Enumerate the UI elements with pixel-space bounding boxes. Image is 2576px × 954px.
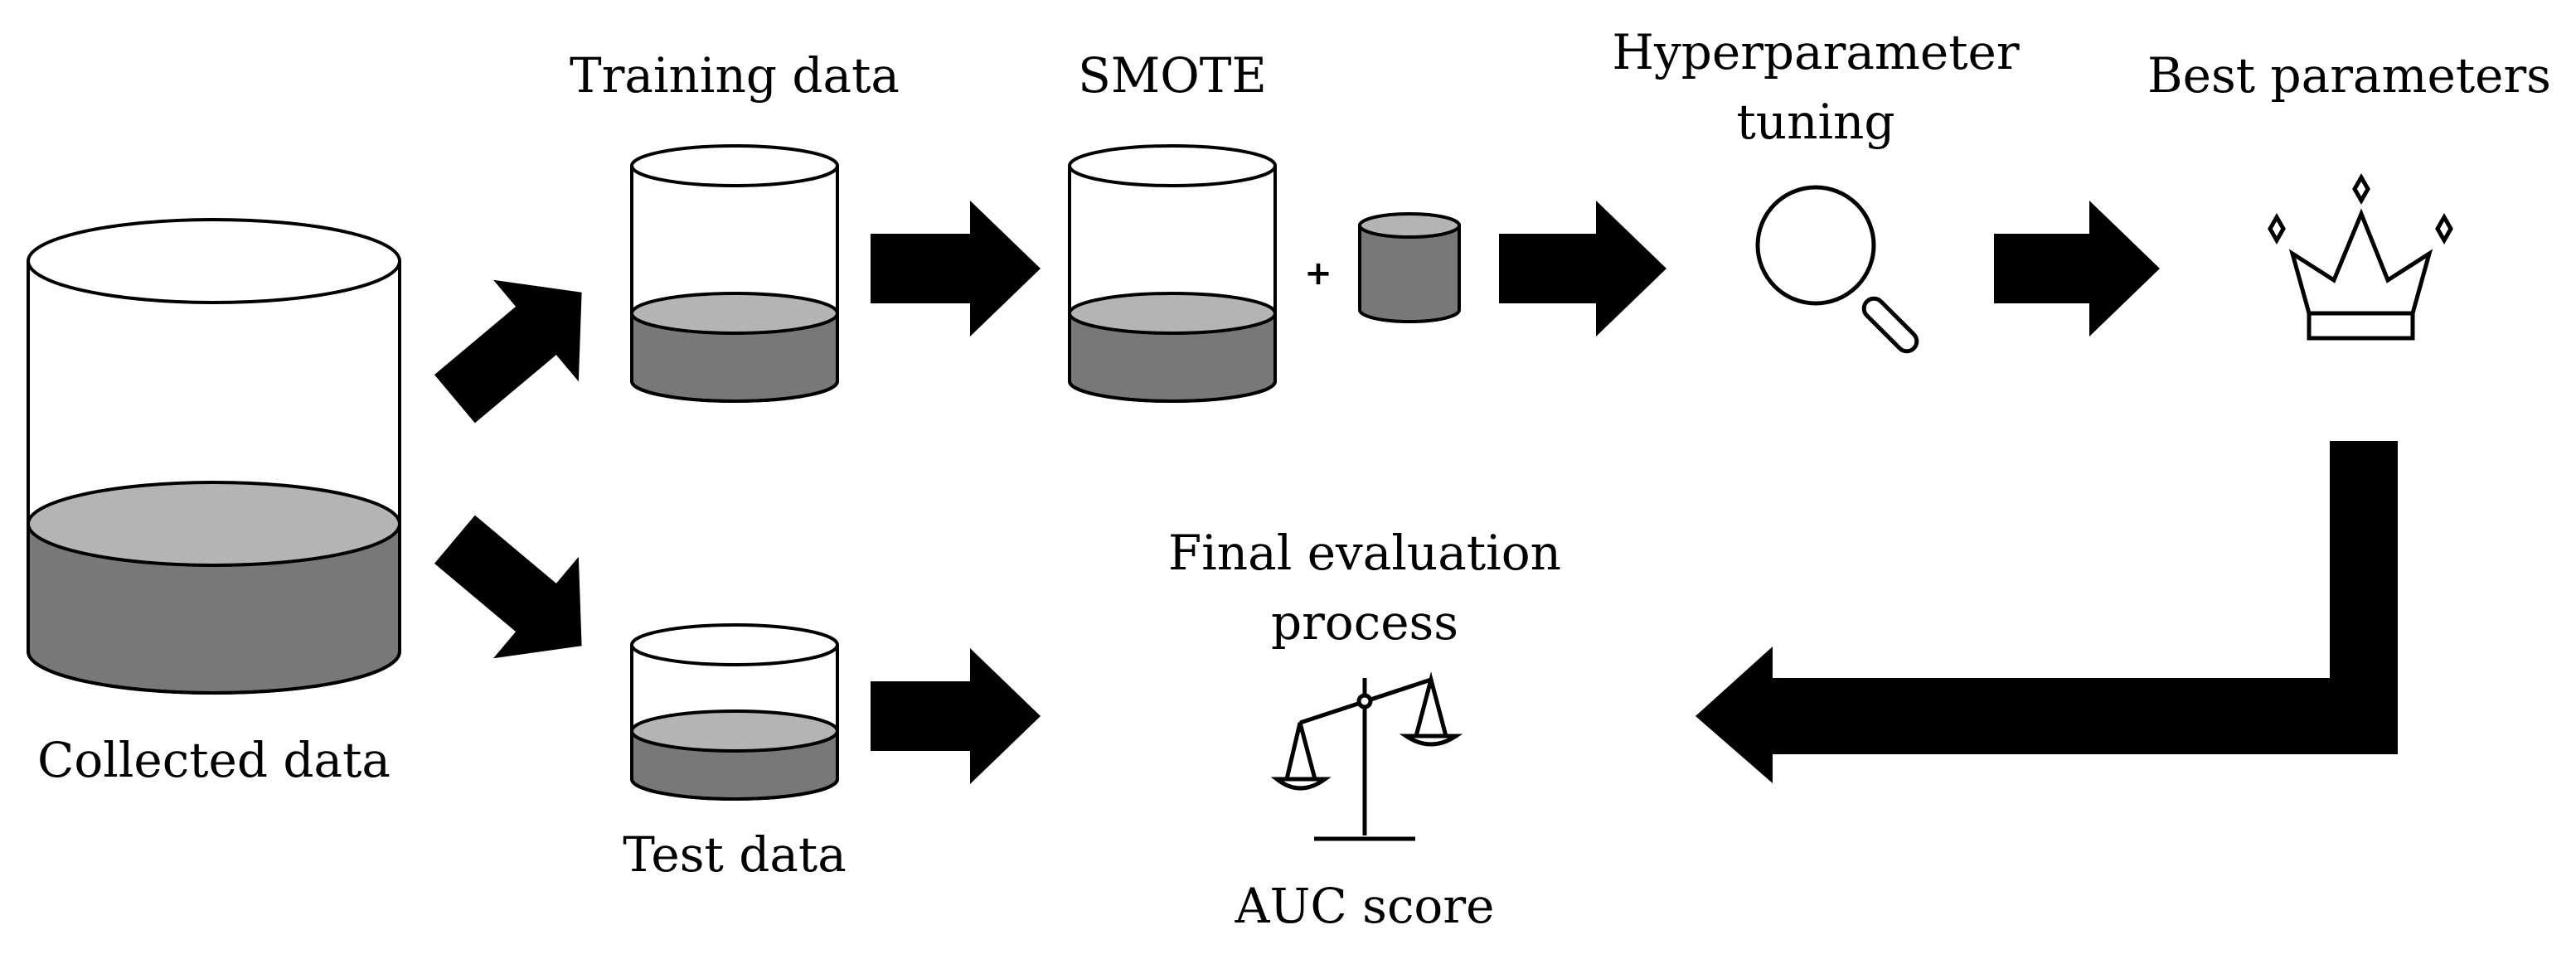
crown-jewel-left: [2268, 212, 2286, 245]
arrow-best-to-evaluation: [1696, 441, 2398, 783]
synthetic-data-cylinder: [1358, 212, 1461, 323]
arrow-to-training: [434, 279, 582, 424]
synthetic-top: [1358, 212, 1461, 239]
scale-left-strings: [1284, 722, 1317, 780]
scale-left-pan: [1270, 777, 1332, 791]
magnifier-icon: [1755, 185, 1919, 354]
label-process: process: [1270, 594, 1459, 651]
crown-body: [2288, 208, 2433, 316]
label-smote: SMOTE: [1078, 47, 1267, 104]
magnifier-handle: [1861, 296, 1919, 354]
collected-wall: [27, 261, 401, 695]
scale-right-pan: [1399, 734, 1463, 747]
label-hyperparameter: Hyperparameter: [1612, 24, 2020, 80]
smote-wall: [1068, 166, 1277, 403]
label-training-data: Training data: [570, 47, 900, 104]
smote-rim: [1068, 144, 1277, 187]
crown-band: [2307, 311, 2415, 341]
arrow-to-test: [434, 515, 582, 659]
crown-jewel-right: [2435, 212, 2453, 245]
training-wall: [630, 166, 839, 403]
crown-icon: [2268, 172, 2453, 341]
synthetic-body: [1358, 224, 1461, 323]
crown-jewel-top: [2352, 172, 2370, 206]
collected-liquid-top: [27, 481, 401, 567]
training-data-cylinder: [630, 144, 839, 403]
test-data-cylinder: [630, 623, 839, 801]
collected-rim: [27, 218, 401, 304]
label-tuning: tuning: [1736, 94, 1895, 150]
smote-cylinder: [1068, 144, 1277, 403]
label-best-parameters: Best parameters: [2147, 47, 2551, 104]
test-wall: [630, 645, 839, 801]
arrow-to-evaluation: [871, 648, 1041, 784]
test-liquid-top: [630, 709, 839, 753]
label-collected-data: Collected data: [37, 732, 391, 788]
arrow-to-best: [1994, 201, 2160, 337]
label-plus: +: [1304, 254, 1332, 293]
magnifier-lens: [1755, 185, 1876, 306]
smote-liquid-top: [1068, 292, 1277, 335]
training-liquid-top: [630, 292, 839, 335]
label-final-evaluation: Final evaluation: [1168, 525, 1561, 581]
arrow-to-smote: [871, 201, 1041, 337]
label-auc-score: AUC score: [1235, 878, 1495, 934]
arrows: [434, 201, 2398, 784]
arrow-to-tuning: [1499, 201, 1666, 337]
label-test-data: Test data: [623, 826, 847, 883]
balance-scale-icon: [1270, 671, 1463, 841]
scale-right-strings: [1414, 671, 1448, 737]
collected-data-cylinder: [27, 218, 401, 695]
scale-pivot: [1356, 693, 1373, 709]
test-rim: [630, 623, 839, 666]
training-rim: [630, 144, 839, 187]
